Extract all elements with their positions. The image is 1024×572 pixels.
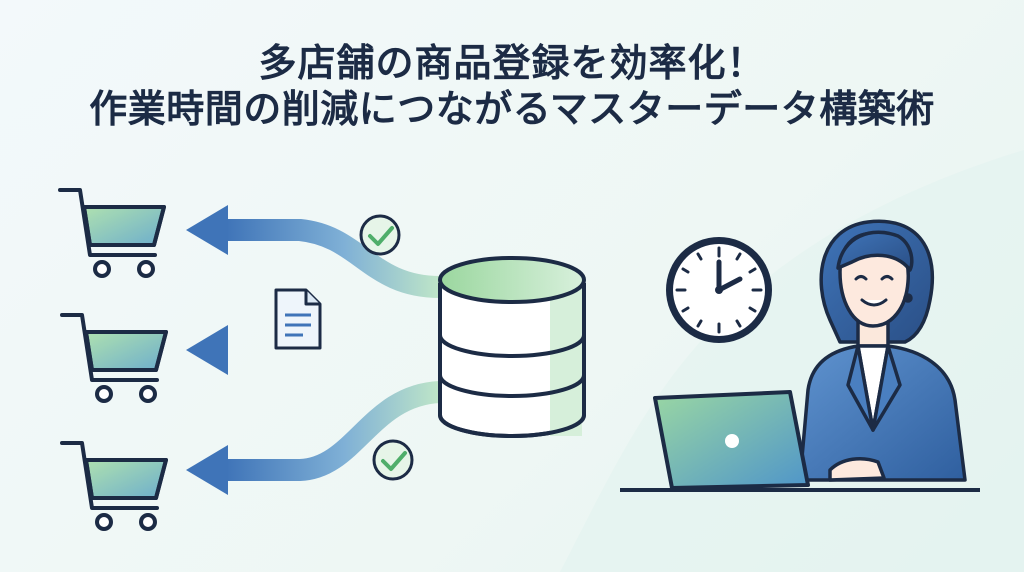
clock-icon: [666, 237, 772, 343]
businesswoman-illustration: [798, 219, 967, 482]
headline-line-2: 作業時間の削減につながるマスターデータ構築術: [89, 87, 935, 132]
document-icon: [274, 288, 322, 350]
arrow-left-icon: [186, 205, 442, 495]
database-icon: [438, 256, 586, 438]
headline: 多店舗の商品登録を効率化！ 作業時間の削減につながるマスターデータ構築術: [0, 40, 1024, 133]
check-circle-icon: [359, 214, 401, 256]
laptop-icon: [620, 390, 980, 492]
shopping-cart-icon: [58, 188, 168, 531]
headline-line-1: 多店舗の商品登録を効率化！: [258, 41, 766, 85]
check-circle-icon: [372, 439, 414, 481]
